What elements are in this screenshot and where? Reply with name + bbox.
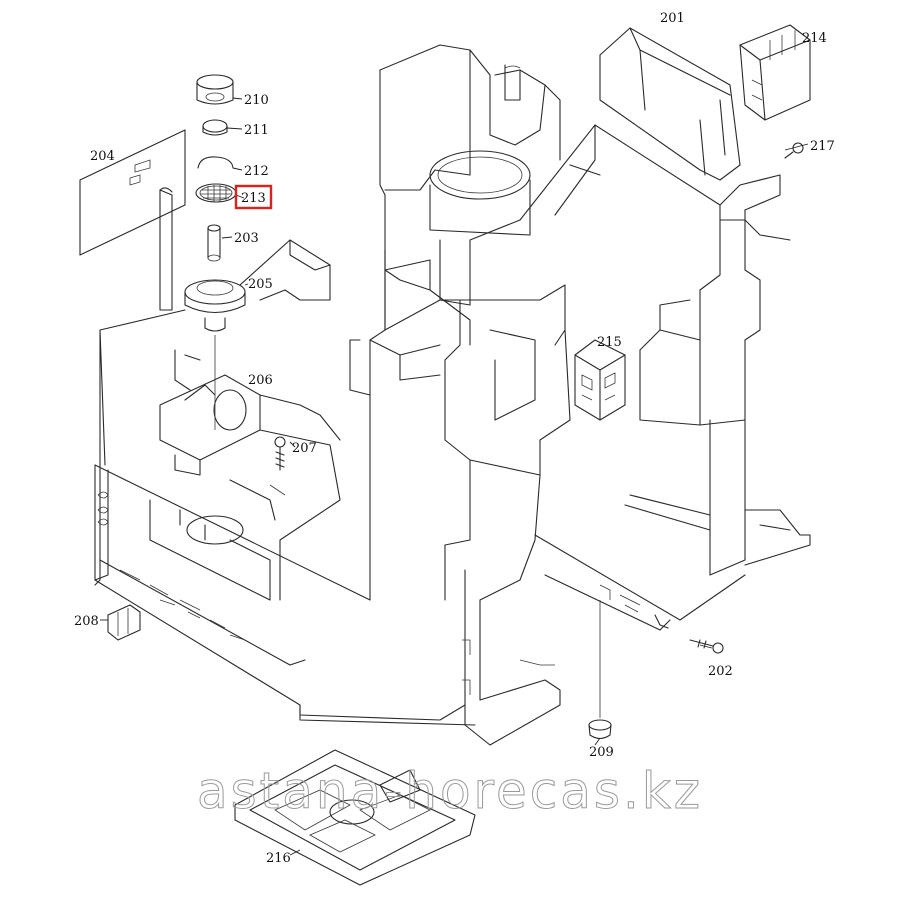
watermark-text: astana-horecas.kz bbox=[197, 762, 703, 820]
leader-lines bbox=[100, 97, 809, 856]
callout-213-highlight-box bbox=[234, 184, 273, 210]
part-210-cap bbox=[196, 74, 234, 105]
part-217-screw bbox=[784, 142, 804, 159]
callout-215: 215 bbox=[597, 335, 622, 350]
callout-207: 207 bbox=[292, 441, 317, 456]
callout-202: 202 bbox=[708, 664, 733, 679]
part-205-grinder-mount bbox=[184, 239, 331, 332]
center-tower-housing bbox=[349, 44, 561, 601]
part-201-lid bbox=[599, 27, 741, 181]
part-213-filter-screen bbox=[195, 183, 237, 203]
callout-213: 213 bbox=[241, 191, 266, 206]
middle-bracket bbox=[439, 284, 571, 746]
part-209-foot bbox=[588, 600, 612, 740]
callout-206: 206 bbox=[248, 373, 273, 388]
callout-217: 217 bbox=[810, 139, 835, 154]
part-207-screw bbox=[274, 436, 286, 471]
part-204-panel bbox=[79, 129, 186, 311]
callout-208: 208 bbox=[74, 614, 99, 629]
callout-205: 205 bbox=[248, 277, 273, 292]
part-206-bracket bbox=[159, 349, 341, 601]
part-211-ring bbox=[202, 119, 228, 136]
right-housing bbox=[519, 124, 811, 631]
part-203-pin bbox=[207, 224, 221, 262]
callout-214: 214 bbox=[802, 31, 827, 46]
callout-201: 201 bbox=[660, 11, 685, 26]
callout-labels: 201 202 203 204 205 206 207 208 209 210 … bbox=[74, 11, 835, 866]
chassis-frame bbox=[94, 309, 476, 726]
callout-211: 211 bbox=[244, 123, 269, 138]
callout-216: 216 bbox=[266, 851, 291, 866]
callout-203: 203 bbox=[234, 231, 259, 246]
part-214-connector bbox=[739, 24, 811, 121]
part-202-screw bbox=[689, 639, 724, 654]
part-215-connector bbox=[574, 339, 626, 421]
callout-210: 210 bbox=[244, 93, 269, 108]
part-216-tray bbox=[234, 749, 476, 886]
callout-204: 204 bbox=[90, 149, 115, 164]
callout-212: 212 bbox=[244, 164, 269, 179]
part-212-circlip bbox=[197, 156, 234, 169]
part-208-clip bbox=[107, 604, 141, 641]
callout-209: 209 bbox=[589, 745, 614, 760]
